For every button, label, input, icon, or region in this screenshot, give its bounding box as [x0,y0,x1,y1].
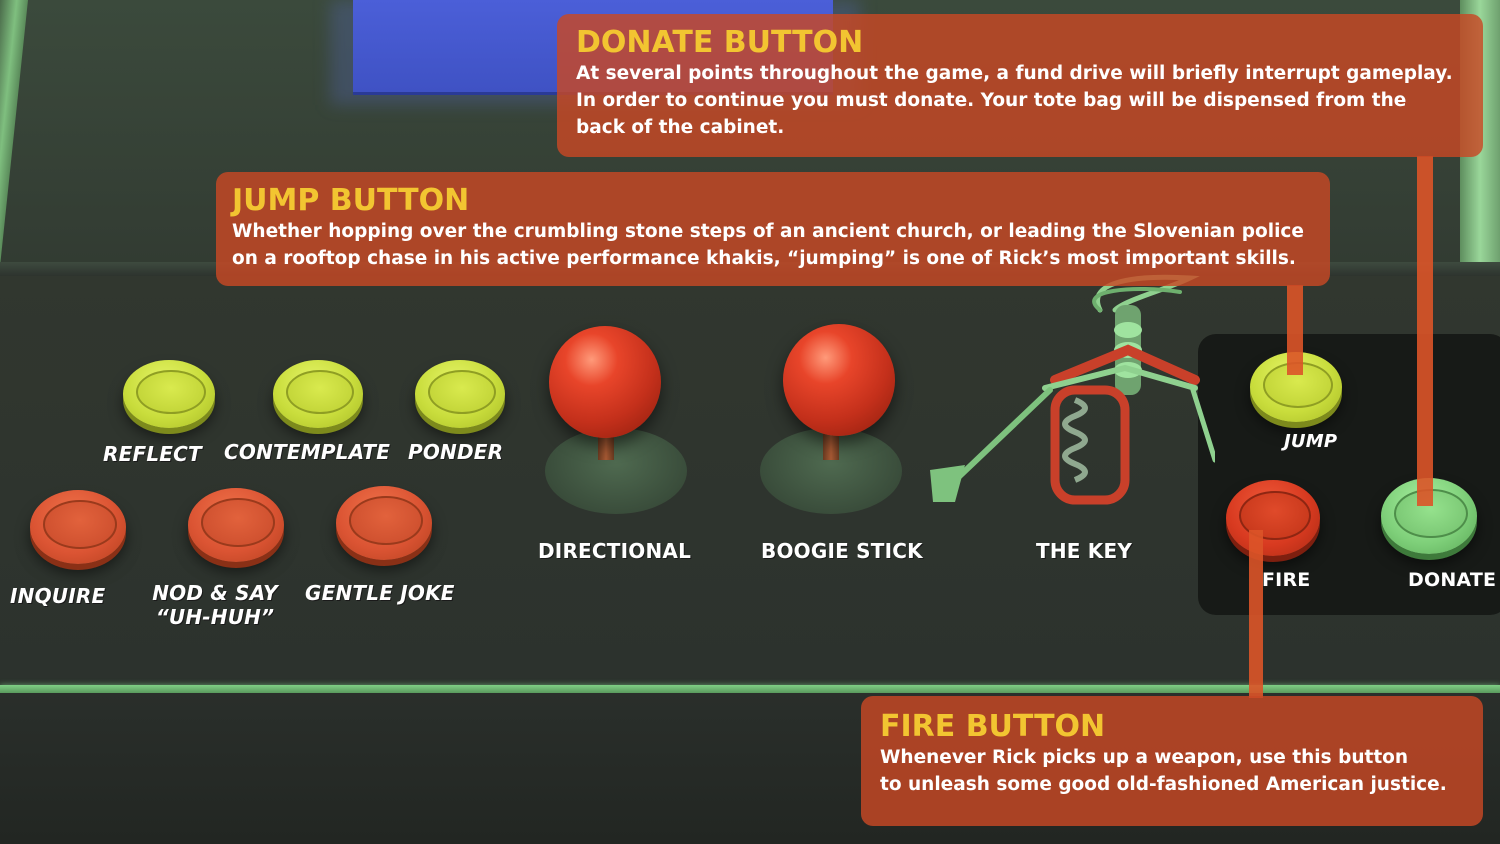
nod-and-say-button-cap [201,498,275,547]
front-rail [0,685,1500,693]
nod-and-say-button[interactable] [188,488,284,562]
donate-callout-body: At several points throughout the game, a… [576,60,1483,141]
jump-button[interactable] [1250,352,1342,422]
reflect-button[interactable] [123,360,215,428]
gentle-joke-label: GENTLE JOKE [305,581,455,605]
donate-callout-line: At several points throughout the game, a… [576,63,1453,84]
reflect-label: REFLECT [103,442,202,466]
boogie-stick-label: BOOGIE STICK [761,539,923,563]
inquire-button-cap [43,500,117,549]
donate-label: DONATE [1408,569,1497,591]
donate-callout-line: back of the cabinet. [576,117,785,138]
fire-button-cap [1239,490,1311,541]
jump-callout: JUMP BUTTON Whether hopping over the cru… [216,172,1330,286]
fire-callout: FIRE BUTTON Whenever Rick picks up a wea… [861,696,1483,826]
corkscrew-key-icon[interactable] [925,270,1215,520]
donate-callout: DONATE BUTTON At several points througho… [557,14,1483,157]
the-key-label: THE KEY [1036,539,1133,563]
contemplate-button[interactable] [273,360,363,428]
fire-callout-line: to unleash some good old-fashioned Ameri… [880,774,1447,795]
fire-label: FIRE [1262,569,1311,591]
jump-callout-line: on a rooftop chase in his active perform… [232,248,1296,269]
jump-callout-title: JUMP BUTTON [232,183,470,218]
boogie-stick-joystick[interactable] [783,324,895,436]
jump-button-cap [1262,361,1334,408]
gentle-joke-button[interactable] [336,486,432,560]
inquire-button[interactable] [30,490,126,564]
special-buttons-panel [1198,334,1500,615]
jump-callout-body: Whether hopping over the crumbling stone… [232,218,1330,272]
nod-label-line2: “UH-HUH” [155,605,275,629]
contemplate-label: CONTEMPLATE [224,440,391,464]
directional-joystick[interactable] [549,326,661,438]
donate-button[interactable] [1381,478,1477,554]
directional-joystick-base [545,428,687,514]
fire-callout-connector [1249,530,1263,698]
inquire-label: INQUIRE [10,584,106,608]
fire-callout-title: FIRE BUTTON [880,709,1106,744]
ponder-label: PONDER [408,440,504,464]
donate-callout-title: DONATE BUTTON [576,25,864,60]
nod-label-line1: NOD & SAY [152,581,278,605]
fire-callout-body: Whenever Rick picks up a weapon, use thi… [880,744,1483,798]
reflect-button-cap [135,369,207,415]
gentle-joke-button-cap [349,496,423,545]
donate-callout-line: In order to continue you must donate. Yo… [576,90,1407,111]
jump-callout-connector [1287,285,1303,375]
contemplate-button-cap [285,369,355,415]
jump-label: JUMP [1284,431,1338,452]
fire-callout-line: Whenever Rick picks up a weapon, use thi… [880,747,1409,768]
jump-callout-line: Whether hopping over the crumbling stone… [232,221,1304,242]
directional-label: DIRECTIONAL [538,539,692,563]
ponder-button-cap [427,369,497,415]
donate-callout-connector [1417,156,1433,506]
fire-button[interactable] [1226,480,1320,556]
ponder-button[interactable] [415,360,505,428]
